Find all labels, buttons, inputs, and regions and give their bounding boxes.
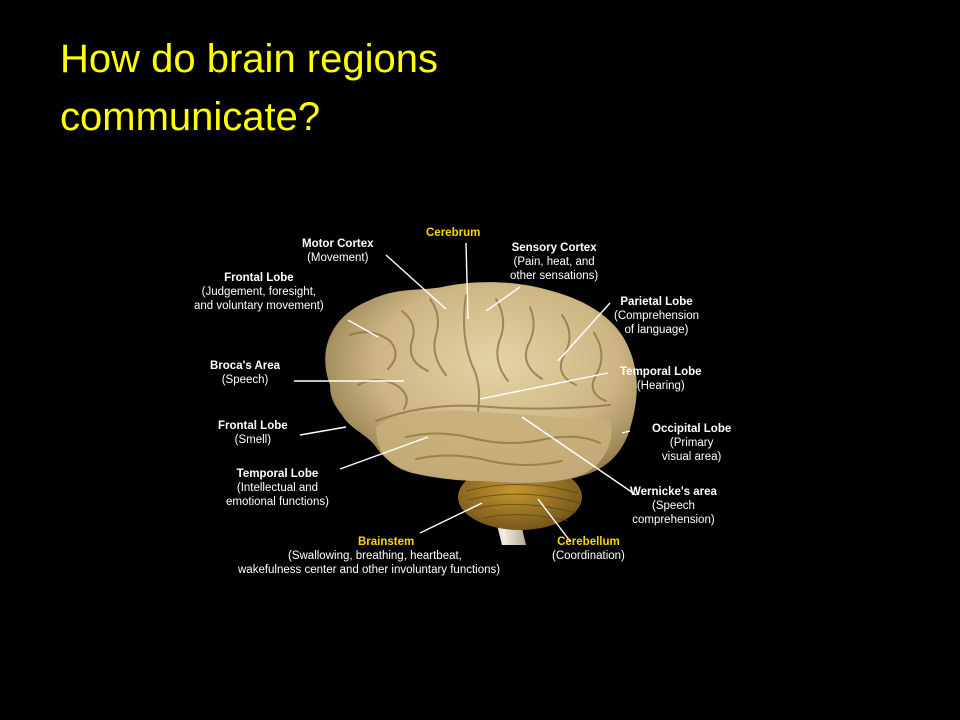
- label-sensory-cortex: Sensory Cortex (Pain, heat, and other se…: [510, 241, 598, 283]
- label-brocas-area-name: Broca's Area: [210, 360, 281, 372]
- brain-illustration: [294, 242, 637, 545]
- label-occipital-lobe-name: Occipital Lobe: [652, 423, 732, 435]
- label-wernickes-area: Wernicke's area (Speech comprehension): [630, 485, 717, 527]
- label-brainstem-desc-2: wakefulness center and other involuntary…: [238, 564, 501, 576]
- label-frontal-lobe-smell-desc: (Smell): [234, 434, 272, 446]
- temporal-lobe-shape: [376, 410, 612, 483]
- label-parietal-lobe-desc-2: of language): [624, 324, 689, 336]
- label-temporal-lobe-intellectual-name: Temporal Lobe: [236, 468, 319, 480]
- label-sensory-cortex-name: Sensory Cortex: [511, 242, 597, 254]
- label-wernickes-area-desc-1: (Speech: [652, 500, 695, 512]
- label-temporal-lobe-intellectual: Temporal Lobe (Intellectual and emotiona…: [226, 467, 329, 509]
- label-brocas-area-desc: (Speech): [221, 374, 269, 386]
- label-frontal-lobe-judgement-desc-1: (Judgement, foresight,: [201, 286, 317, 298]
- label-sensory-cortex-desc-2: other sensations): [510, 270, 599, 282]
- label-occipital-lobe-desc-1: (Primary: [669, 437, 714, 449]
- label-temporal-lobe-hearing: Temporal Lobe (Hearing): [620, 365, 702, 393]
- label-parietal-lobe-desc-1: (Comprehension: [614, 310, 700, 322]
- brain-diagram: Cerebrum Motor Cortex (Movement) Sensory…: [190, 215, 770, 595]
- label-temporal-lobe-intellectual-desc-2: emotional functions): [226, 496, 329, 508]
- label-temporal-lobe-hearing-desc: (Hearing): [636, 380, 685, 392]
- slide-title-line-2: communicate?: [60, 95, 321, 139]
- label-frontal-lobe-smell: Frontal Lobe (Smell): [218, 419, 288, 447]
- label-sensory-cortex-desc-1: (Pain, heat, and: [513, 256, 595, 268]
- label-cerebellum-name: Cerebellum: [557, 536, 620, 548]
- label-frontal-lobe-judgement-name: Frontal Lobe: [224, 272, 294, 284]
- label-cerebrum: Cerebrum: [426, 226, 480, 240]
- label-cerebrum-name: Cerebrum: [426, 227, 481, 239]
- slide-title: How do brain regions communicate?: [60, 30, 880, 146]
- label-occipital-lobe-desc-2: visual area): [661, 451, 722, 463]
- label-frontal-lobe-judgement: Frontal Lobe (Judgement, foresight, and …: [194, 271, 324, 313]
- label-motor-cortex-name: Motor Cortex: [302, 238, 374, 250]
- label-occipital-lobe: Occipital Lobe (Primary visual area): [652, 422, 731, 464]
- label-cerebellum: Cerebellum (Coordination): [552, 535, 625, 563]
- label-motor-cortex: Motor Cortex (Movement): [302, 237, 374, 265]
- label-brainstem-name: Brainstem: [358, 536, 415, 548]
- label-frontal-lobe-judgement-desc-2: and voluntary movement): [194, 300, 324, 312]
- label-brocas-area: Broca's Area (Speech): [210, 359, 280, 387]
- label-motor-cortex-desc: (Movement): [307, 252, 369, 264]
- label-wernickes-area-name: Wernicke's area: [630, 486, 717, 498]
- label-cerebellum-desc: (Coordination): [552, 550, 625, 562]
- slide-title-line-1: How do brain regions: [60, 37, 438, 81]
- label-brainstem: Brainstem (Swallowing, breathing, heartb…: [238, 535, 500, 577]
- label-temporal-lobe-hearing-name: Temporal Lobe: [620, 366, 702, 378]
- label-parietal-lobe: Parietal Lobe (Comprehension of language…: [614, 295, 699, 337]
- label-parietal-lobe-name: Parietal Lobe: [620, 296, 693, 308]
- label-frontal-lobe-smell-name: Frontal Lobe: [218, 420, 288, 432]
- label-temporal-lobe-intellectual-desc-1: (Intellectual and: [236, 482, 319, 494]
- label-wernickes-area-desc-2: comprehension): [632, 514, 715, 526]
- label-brainstem-desc-1: (Swallowing, breathing, heartbeat,: [288, 550, 462, 562]
